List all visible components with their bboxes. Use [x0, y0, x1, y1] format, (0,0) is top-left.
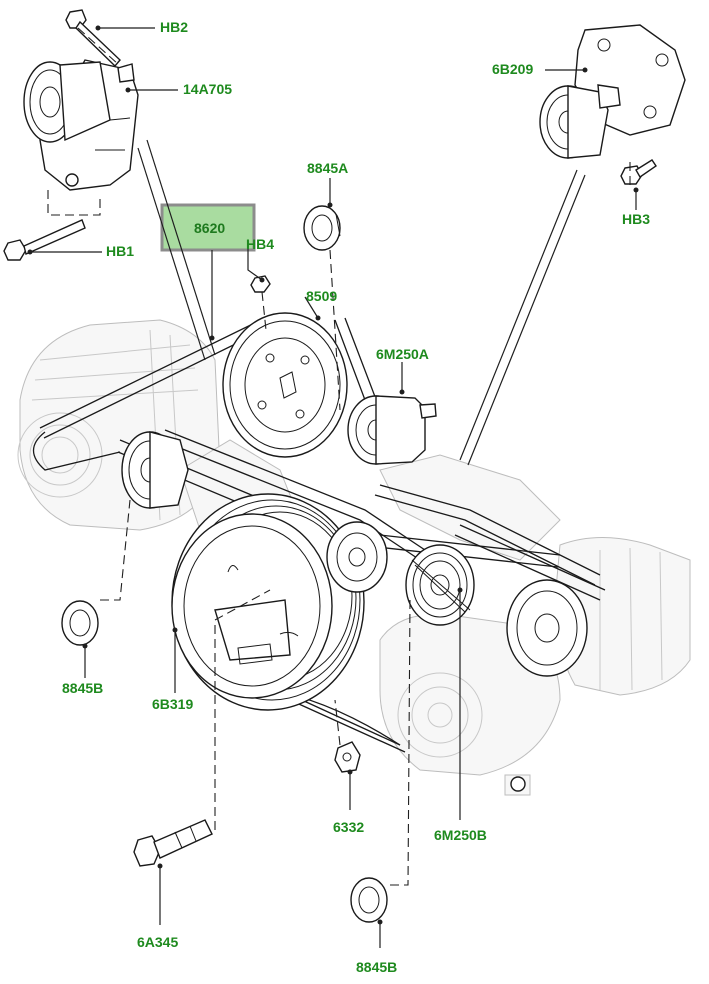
- tensioner-pulley-upper: [347, 395, 437, 465]
- label-6m250b: 6M250B: [434, 827, 487, 843]
- label-hb3: HB3: [622, 211, 650, 227]
- label-hb4: HB4: [246, 236, 274, 252]
- cap-8845b-left: [61, 600, 99, 646]
- bolt-hb4: [250, 275, 271, 293]
- crankshaft-damper-pulley: [171, 493, 365, 711]
- assembly-lines: [47, 27, 631, 886]
- bolt-hb2: [65, 9, 121, 68]
- power-steering-pulley: [506, 579, 588, 677]
- label-hb1: HB1: [106, 243, 134, 259]
- water-pump-pulley: [222, 312, 348, 458]
- label-6b319: 6B319: [152, 696, 193, 712]
- belt-tensioner-upper-right: [539, 24, 686, 159]
- washer-6332: [334, 741, 361, 773]
- bolt-hb1: [3, 219, 86, 261]
- cap-8845a: [303, 205, 341, 251]
- leader-dots: [27, 25, 639, 925]
- power-steering-pump-ghost: [554, 537, 691, 696]
- tensioner-pulley-lower: [405, 544, 475, 626]
- label-hb2: HB2: [160, 19, 188, 35]
- label-8845a: 8845A: [307, 160, 348, 176]
- label-6m250a: 6M250A: [376, 346, 429, 362]
- part-labels: HB2 14A705 HB1 8620 HB4 8845A 8509 6B209…: [62, 19, 650, 975]
- label-6a345: 6A345: [137, 934, 178, 950]
- cap-8845b-bottom: [350, 877, 388, 923]
- label-14a705: 14A705: [183, 81, 232, 97]
- label-8845b-bottom: 8845B: [356, 959, 397, 975]
- label-8620: 8620: [194, 220, 225, 236]
- bolt-hb3: [620, 159, 657, 185]
- label-8845b-left: 8845B: [62, 680, 103, 696]
- highlight-box-8620: [160, 203, 256, 252]
- belt-tensioner-assembly: [23, 59, 139, 191]
- leader-lines: [30, 27, 637, 948]
- label-6b209: 6B209: [492, 61, 533, 77]
- idler-pulley-left: [121, 431, 189, 509]
- label-8509: 8509: [306, 288, 337, 304]
- label-6332: 6332: [333, 819, 364, 835]
- bolt-6a345: [133, 819, 213, 867]
- idler-pulley-middle: [326, 521, 388, 593]
